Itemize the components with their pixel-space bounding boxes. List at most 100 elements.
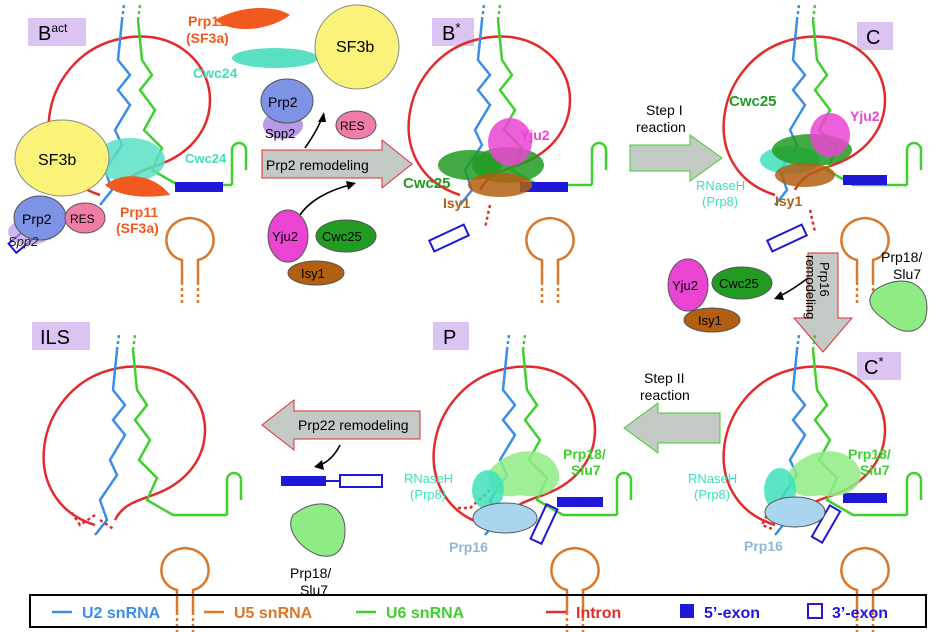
- prp11-protein: [105, 176, 170, 197]
- sf3b-label: SF3b: [38, 152, 76, 169]
- rnaseh-label-cstar: RNaseH: [688, 471, 737, 486]
- yju2-c: [810, 113, 850, 157]
- prp2-label: Prp2: [22, 211, 52, 227]
- step1-label-line1: Step I: [646, 102, 683, 118]
- legend-item-u2: U2 snRNA: [52, 605, 161, 622]
- prp22-remodeling-arrow: Prp22 remodeling: [261, 398, 421, 470]
- prp18-label-line1: Prp18/: [881, 249, 922, 265]
- isy1-label-free-2: Isy1: [698, 313, 722, 328]
- mrna-three-prime-exon: [339, 474, 383, 488]
- legend-label-intron: Intron: [576, 605, 621, 622]
- prp18-label-p-1: Prp18/: [563, 446, 606, 462]
- sf3b-released: [314, 4, 400, 90]
- stage-label-c: C: [857, 22, 893, 50]
- prp11-label-released: Prp11: [188, 13, 226, 29]
- prp16-remodeling-line2: remodeling: [803, 255, 818, 319]
- step1-label-line2: reaction: [636, 119, 686, 135]
- prp16-cstar: [764, 496, 826, 528]
- cwc24-label-released: Cwc24: [193, 65, 238, 81]
- isy1-free-1: [287, 260, 345, 286]
- cwc25-label-bstar: Cwc25: [403, 175, 451, 192]
- three-prime-exon: [810, 504, 842, 544]
- spp2-label-released: Spp2: [265, 126, 295, 141]
- svg-text:Bact: Bact: [38, 21, 68, 45]
- prp18-label-released-1: Prp18/: [290, 565, 331, 581]
- prp8-label-p: (Prp8): [410, 487, 446, 502]
- rnaseh-p: [472, 470, 504, 510]
- spliceosome-ils: [42, 333, 243, 632]
- prp18-label-line2: Slu7: [893, 266, 921, 282]
- legend-label-5exon: 5’-exon: [704, 605, 760, 622]
- stage-label-ils: ILS: [32, 322, 90, 350]
- yju2-free-1: [267, 209, 309, 263]
- stage-label-cstar: C*: [857, 352, 901, 380]
- prp18-slu7-cstar: [788, 451, 861, 497]
- yju2-label-free-2: Yju2: [672, 278, 698, 293]
- mrna-five-prime-exon: [281, 476, 326, 486]
- prp8-label-cstar: (Prp8): [694, 487, 730, 502]
- cwc24-label-bact: Cwc24: [185, 151, 227, 166]
- cwc24-released: [232, 48, 318, 68]
- step2-label-line2: reaction: [640, 387, 690, 403]
- res-protein: [64, 202, 106, 234]
- isy1-label-bstar: Isy1: [443, 195, 470, 211]
- legend-item-u5: U5 snRNA: [204, 605, 313, 622]
- prp11-label-bact: Prp11: [120, 204, 158, 220]
- five-prime-exon: [843, 175, 887, 185]
- prp16-label-cstar: Prp16: [744, 538, 783, 554]
- spliceosome-bstar: Yju2 Cwc25 Isy1: [403, 3, 608, 307]
- spliceosome-p: Prp18/ Slu7 RNaseH (Prp8) Prp16: [404, 333, 633, 632]
- spliceosome-bact: SF3b Prp2 RES Spp2 Cwc24 Prp11 (SF3a): [7, 3, 248, 307]
- svg-text:B*: B*: [442, 20, 460, 45]
- rnaseh-label-c: RNaseH: [696, 178, 745, 193]
- spliceosome-cstar: Prp18/ Slu7 RNaseH (Prp8) Prp16: [688, 333, 923, 632]
- sf3b-label-released: SF3b: [336, 39, 374, 56]
- three-prime-exon: [765, 223, 809, 253]
- legend-label-u2: U2 snRNA: [82, 605, 161, 622]
- prp18-label-p-2: Slu7: [571, 462, 601, 478]
- prp2-label-released: Prp2: [268, 94, 298, 110]
- cwc25-label-c: Cwc25: [729, 93, 777, 110]
- yju2-label-bstar: Yju2: [520, 127, 550, 143]
- cwc25-label-free-2: Cwc25: [719, 276, 759, 291]
- spp2-label: Spp2: [8, 234, 39, 249]
- isy1-bound: [468, 173, 532, 197]
- res-label: RES: [70, 212, 95, 226]
- rnaseh-label-p: RNaseH: [404, 471, 453, 486]
- prp16-label-p: Prp16: [449, 539, 488, 555]
- yju2-free-2: [667, 258, 709, 312]
- five-prime-exon: [843, 493, 887, 503]
- legend-label-u6: U6 snRNA: [386, 605, 465, 622]
- svg-text:ILS: ILS: [40, 327, 70, 349]
- five-prime-exon: [557, 497, 603, 507]
- released-mrna-prp18: Prp18/ Slu7: [281, 474, 383, 598]
- three-prime-exon: [529, 502, 559, 546]
- prp2-remodeling-arrow: Prp2 remodeling: [261, 138, 413, 190]
- isy1-label-free-1: Isy1: [301, 266, 325, 281]
- cwc25-free-1: [315, 219, 377, 253]
- legend-item-5exon: 5’-exon: [680, 604, 760, 622]
- cwc25-label-free-1: Cwc25: [322, 229, 362, 244]
- prp2-remodeling-label: Prp2 remodeling: [266, 157, 369, 173]
- prp8-label-c: (Prp8): [702, 194, 738, 209]
- prp18-slu7-free-c: [869, 280, 928, 332]
- cwc24-protein: [95, 138, 165, 182]
- prp2-released: [260, 78, 314, 124]
- yju2-label-free-1: Yju2: [272, 229, 298, 244]
- three-prime-exon: [427, 223, 471, 253]
- five-prime-exon: [175, 182, 223, 192]
- legend-item-3exon: 3’-exon: [807, 603, 888, 622]
- prp16-remodeling-line1: Prp16: [817, 262, 832, 297]
- prp18-slu7-released: [290, 503, 346, 557]
- isy1-c: [775, 163, 835, 187]
- legend-item-intron: Intron: [546, 605, 621, 622]
- sf3a-label-bact: (SF3a): [116, 220, 159, 236]
- prp11-released: [215, 8, 290, 30]
- step1-reaction-arrow: Step I reaction: [629, 102, 723, 182]
- incoming-proteins-bstar: Yju2 Cwc25 Isy1: [267, 181, 377, 286]
- prp18-slu7-p: [488, 451, 560, 497]
- prp18-incoming: Prp18/ Slu7: [869, 249, 928, 332]
- prp16-p: [472, 502, 538, 534]
- sf3b-protein: [14, 119, 110, 197]
